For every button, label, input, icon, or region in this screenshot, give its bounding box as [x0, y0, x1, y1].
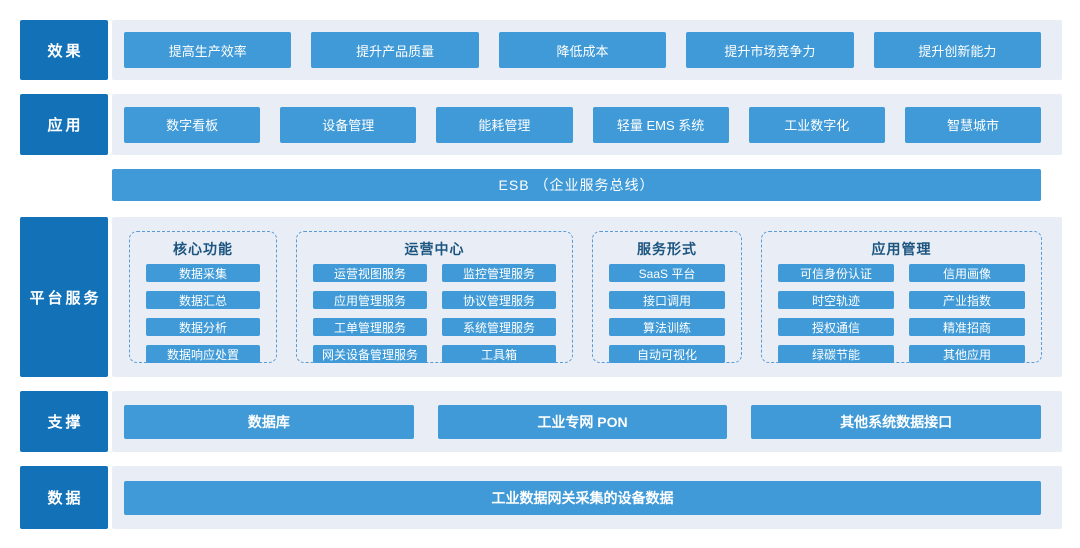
platform-chip: 数据汇总 — [146, 291, 260, 309]
platform-chip: 系统管理服务 — [442, 318, 556, 336]
row-content-applications: 数字看板 设备管理 能耗管理 轻量 EMS 系统 工业数字化 智慧城市 — [112, 94, 1062, 155]
effect-item: 降低成本 — [498, 32, 667, 68]
platform-chip: 应用管理服务 — [313, 291, 427, 309]
platform-group-application-management: 应用管理 可信身份认证 信用画像 时空轨迹 产业指数 授权通信 精准招商 绿碳节… — [761, 231, 1042, 363]
platform-chip: 接口调用 — [609, 291, 725, 309]
row-effects: 效果 提高生产效率 提升产品质量 降低成本 提升市场竞争力 提升创新能力 — [20, 20, 1062, 80]
platform-chip: 产业指数 — [909, 291, 1025, 309]
data-source-item: 工业数据网关采集的设备数据 — [124, 480, 1041, 515]
platform-chip: 协议管理服务 — [442, 291, 556, 309]
platform-chip: 自动可视化 — [609, 345, 725, 363]
effect-item: 提高生产效率 — [124, 32, 292, 68]
application-item: 工业数字化 — [748, 106, 885, 143]
platform-chip: 数据分析 — [146, 318, 260, 336]
platform-chip: 运营视图服务 — [313, 264, 427, 282]
row-label-platform-services: 平台服务 — [20, 217, 108, 377]
platform-chip: 监控管理服务 — [442, 264, 556, 282]
platform-group-core-functions: 核心功能 数据采集 数据汇总 数据分析 数据响应处置 — [129, 231, 277, 363]
platform-chip: 算法训练 — [609, 318, 725, 336]
group-items: 运营视图服务 监控管理服务 应用管理服务 协议管理服务 工单管理服务 系统管理服… — [313, 264, 556, 363]
platform-chip: 精准招商 — [909, 318, 1025, 336]
group-items: SaaS 平台 接口调用 算法训练 自动可视化 — [609, 264, 725, 363]
platform-chip: 工具箱 — [442, 345, 556, 363]
row-label-data: 数据 — [20, 466, 108, 529]
group-items: 数据采集 数据汇总 数据分析 数据响应处置 — [146, 264, 260, 363]
row-content-platform-services: 核心功能 数据采集 数据汇总 数据分析 数据响应处置 运营中心 运营视图服务 监… — [112, 217, 1062, 377]
effect-item: 提升市场竞争力 — [686, 32, 854, 68]
platform-chip: 可信身份认证 — [778, 264, 894, 282]
group-title: 服务形式 — [637, 241, 697, 257]
application-item: 轻量 EMS 系统 — [592, 106, 729, 143]
row-content-support: 数据库 工业专网 PON 其他系统数据接口 — [112, 391, 1062, 452]
group-title: 核心功能 — [173, 241, 233, 257]
row-content-data: 工业数据网关采集的设备数据 — [112, 466, 1062, 529]
platform-chip: 信用画像 — [909, 264, 1025, 282]
group-items: 可信身份认证 信用画像 时空轨迹 产业指数 授权通信 精准招商 绿碳节能 其他应… — [778, 264, 1025, 363]
platform-group-operations-center: 运营中心 运营视图服务 监控管理服务 应用管理服务 协议管理服务 工单管理服务 … — [296, 231, 573, 363]
platform-chip: SaaS 平台 — [609, 264, 725, 282]
platform-chip: 其他应用 — [909, 345, 1025, 363]
group-title: 运营中心 — [404, 241, 465, 257]
application-item: 设备管理 — [280, 106, 417, 143]
row-data: 数据 工业数据网关采集的设备数据 — [20, 466, 1062, 529]
platform-chip: 数据采集 — [146, 264, 260, 282]
row-content-effects: 提高生产效率 提升产品质量 降低成本 提升市场竞争力 提升创新能力 — [112, 20, 1062, 80]
platform-chip: 授权通信 — [778, 318, 894, 336]
row-label-support: 支撑 — [20, 391, 108, 452]
support-item: 数据库 — [124, 404, 414, 439]
effect-item: 提升创新能力 — [873, 32, 1042, 68]
application-item: 数字看板 — [124, 106, 261, 143]
support-item: 工业专网 PON — [437, 404, 728, 439]
platform-group-service-forms: 服务形式 SaaS 平台 接口调用 算法训练 自动可视化 — [592, 231, 742, 363]
platform-chip: 时空轨迹 — [778, 291, 894, 309]
platform-chip: 数据响应处置 — [146, 345, 260, 363]
row-support: 支撑 数据库 工业专网 PON 其他系统数据接口 — [20, 391, 1062, 452]
platform-chip: 网关设备管理服务 — [313, 345, 427, 363]
effect-item: 提升产品质量 — [311, 32, 479, 68]
row-platform-services: 平台服务 核心功能 数据采集 数据汇总 数据分析 数据响应处置 运营中心 运营视… — [20, 217, 1062, 377]
row-label-effects: 效果 — [20, 20, 108, 80]
application-item: 智慧城市 — [904, 106, 1042, 143]
row-label-applications: 应用 — [20, 94, 108, 155]
group-title: 应用管理 — [871, 241, 932, 257]
application-item: 能耗管理 — [436, 106, 573, 143]
platform-chip: 绿碳节能 — [778, 345, 894, 363]
esb-bar: ESB （企业服务总线） — [112, 169, 1041, 201]
platform-chip: 工单管理服务 — [313, 318, 427, 336]
row-applications: 应用 数字看板 设备管理 能耗管理 轻量 EMS 系统 工业数字化 智慧城市 — [20, 94, 1062, 155]
support-item: 其他系统数据接口 — [751, 404, 1042, 439]
